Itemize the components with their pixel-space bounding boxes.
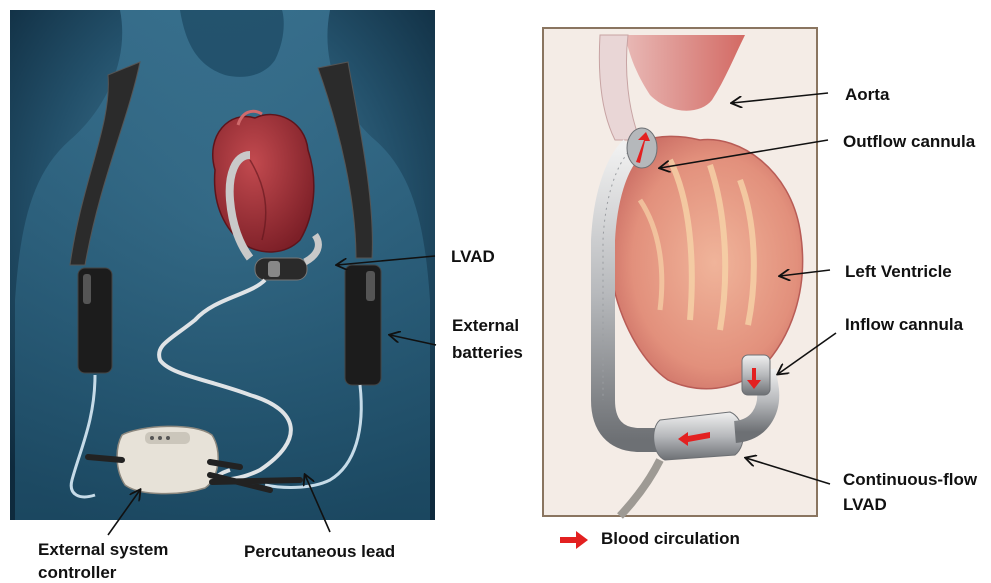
label-left-ventricle: Left Ventricle (845, 261, 952, 282)
label-aorta: Aorta (845, 84, 889, 105)
label-outflow-cannula: Outflow cannula (843, 131, 975, 152)
label-external-batteries-line1: External (452, 315, 519, 336)
battery-right (345, 265, 381, 385)
label-percutaneous-lead: Percutaneous lead (244, 541, 395, 562)
label-inflow-cannula: Inflow cannula (845, 314, 963, 335)
heart-panel (543, 28, 817, 516)
label-external-controller-line2: controller (38, 562, 116, 583)
legend-blood-circulation: Blood circulation (601, 528, 740, 549)
label-continuous-flow-line2: LVAD (843, 494, 887, 515)
label-lvad: LVAD (451, 246, 495, 267)
label-external-controller-line1: External system (38, 539, 168, 560)
battery-left (78, 268, 112, 373)
legend-red-arrow (560, 531, 588, 549)
label-continuous-flow-line1: Continuous-flow (843, 469, 977, 490)
label-external-batteries-line2: batteries (452, 342, 523, 363)
